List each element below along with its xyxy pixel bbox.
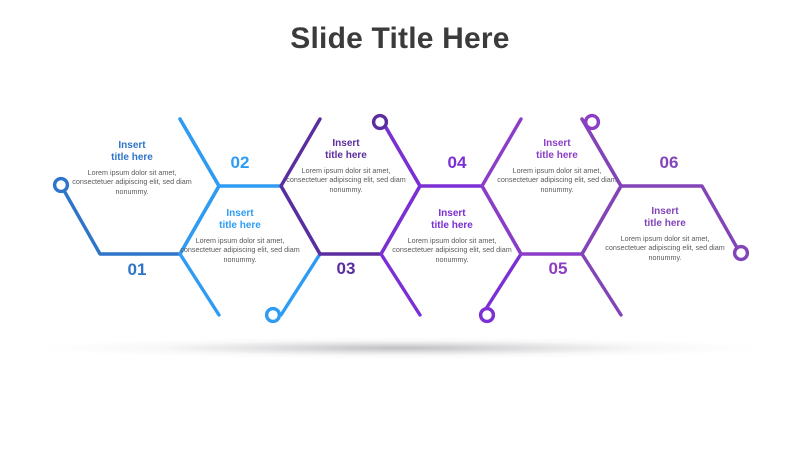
path-step-06 xyxy=(580,117,623,317)
step-05-number: 05 xyxy=(548,259,568,278)
step-02-number: 02 xyxy=(230,153,250,172)
step-06-number: 06 xyxy=(659,153,679,172)
step-04-number: 04 xyxy=(447,153,467,172)
endpoint-top-step-06-icon xyxy=(583,113,601,131)
path-step-03 xyxy=(279,117,322,256)
endpoint-bottom-step-05-icon xyxy=(478,306,496,324)
step-04-body: Lorem ipsum dolor sit amet, consectetuer… xyxy=(392,236,512,264)
endpoint-end-right-icon xyxy=(732,244,750,262)
step-06-text: Insert title here Lorem ipsum dolor sit … xyxy=(605,206,725,262)
step-01-number: 01 xyxy=(127,260,147,279)
step-02-title: Insert title here xyxy=(219,208,261,231)
step-05-text: Insert title here Lorem ipsum dolor sit … xyxy=(497,138,617,194)
page-title: Slide Title Here xyxy=(290,22,510,55)
step-03-number: 03 xyxy=(336,259,356,278)
step-03-body: Lorem ipsum dolor sit amet, consectetuer… xyxy=(286,166,406,194)
endpoint-top-step-04-icon xyxy=(371,113,389,131)
path-step-06b xyxy=(619,184,742,255)
step-02-body: Lorem ipsum dolor sit amet, consectetuer… xyxy=(180,236,300,264)
ground-shadow xyxy=(35,337,765,359)
step-05-body: Lorem ipsum dolor sit amet, consectetuer… xyxy=(497,166,617,194)
path-step-05 xyxy=(480,117,523,256)
endpoint-start-left-icon xyxy=(52,176,70,194)
endpoint-bottom-step-02-icon xyxy=(264,306,282,324)
step-03-title: Insert title here xyxy=(325,138,367,161)
step-06-title: Insert title here xyxy=(644,206,686,229)
step-01-title: Insert title here xyxy=(111,140,153,163)
path-step-04 xyxy=(379,117,422,317)
step-06-body: Lorem ipsum dolor sit amet, consectetuer… xyxy=(605,234,725,262)
path-step-02 xyxy=(178,117,221,317)
step-01-text: Insert title here Lorem ipsum dolor sit … xyxy=(72,140,192,196)
step-03-text: Insert title here Lorem ipsum dolor sit … xyxy=(286,138,406,194)
step-05-title: Insert title here xyxy=(536,138,578,161)
step-01-body: Lorem ipsum dolor sit amet, consectetuer… xyxy=(72,168,192,196)
step-04-title: Insert title here xyxy=(431,208,473,231)
step-02-text: Insert title here Lorem ipsum dolor sit … xyxy=(180,208,300,264)
step-04-text: Insert title here Lorem ipsum dolor sit … xyxy=(392,208,512,264)
